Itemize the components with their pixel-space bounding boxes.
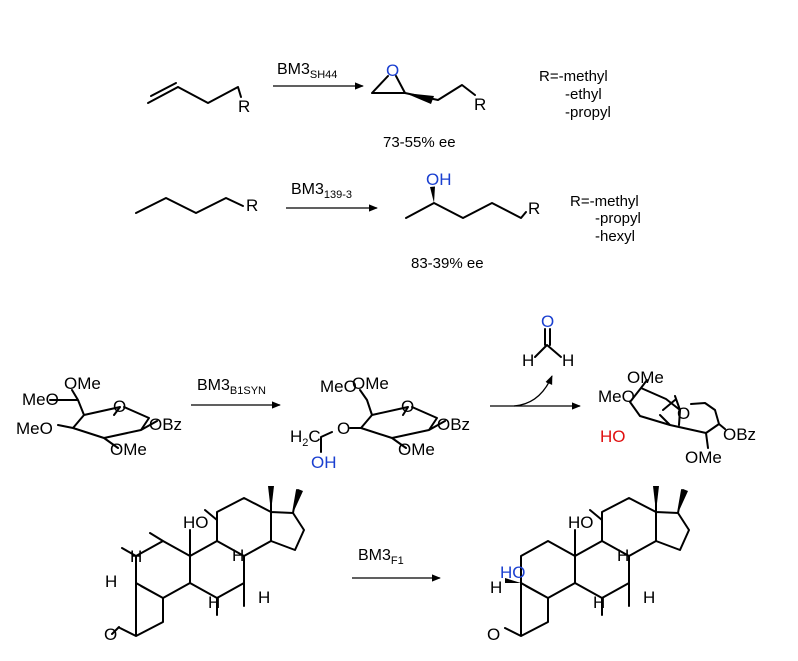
reaction-arrow-3a: BM3B1SYN [191,377,281,409]
ring-oxygen: O [677,404,690,423]
enantioselectivity: 83-39% ee [411,255,484,272]
hydrogen-label: H [232,546,244,565]
hydroxyl-label: OH [311,453,337,472]
reaction-4: HO H H H H H O BM3F1 HO HO H H H H O [104,486,690,644]
ring-oxygen: O [401,397,414,416]
methoxy-label: OMe [398,440,435,459]
hydroxyl-label: OH [426,170,452,189]
hydroxyl-label: HO [568,513,594,532]
hydroxyl-label-new: HO [500,563,526,582]
ketone-oxygen: O [104,625,117,644]
reaction-arrow-2: BM3139-3 [286,181,378,212]
catalyst-label: BM3B1SYN [197,377,266,397]
r-group-option: R=-methyl [539,68,608,85]
intermediate-hemiacetal: OMe MeO O H2C OH OMe O OBz [290,374,470,472]
hydroxyl-label: HO [183,513,209,532]
reaction-3: OMe MeO MeO OMe O OBz BM3B1SYN OMe MeO O… [16,312,756,472]
methoxy-label: OMe [110,440,147,459]
catalyst-label: BM3SH44 [277,61,337,81]
product-steroid: HO HO H H H H O [487,486,690,644]
substrate-steroid: HO H H H H H O [104,486,305,644]
hydrogen-label: H [490,578,502,597]
product-epoxide: O R 73-55% ee [371,61,486,151]
hydrogen-label: H [522,351,534,370]
benzoate-label: OBz [723,425,756,444]
hydrogen-label: H [617,546,629,565]
ether-oxygen: O [337,419,350,438]
methoxy-label: MeO [22,390,59,409]
reaction-1: R BM3SH44 O R 73-55% ee R=-methyl -ethyl… [147,61,611,151]
methoxy-label: MeO [16,419,53,438]
methoxy-label: OMe [64,374,101,393]
reaction-arrow-4: BM3F1 [352,547,441,582]
catalyst-label: BM3F1 [358,547,404,567]
hydrogen-label: H [593,593,605,612]
ketone-oxygen: O [487,625,500,644]
r-group-option: -ethyl [565,86,602,103]
hydrogen-label: H [258,588,270,607]
r-group-label: R [246,196,258,215]
substrate-sugar: OMe MeO MeO OMe O OBz [16,374,182,459]
r-group-label: R [528,199,540,218]
methoxy-label: MeO [320,377,357,396]
enantioselectivity: 73-55% ee [383,134,456,151]
r-group-option: R=-methyl [570,193,639,210]
hydrogen-label: H [643,588,655,607]
r-group-label: R [474,95,486,114]
hydrogen-label: H [562,351,574,370]
product-alcohol: OH R 83-39% ee [405,170,540,272]
r-group-option: -propyl [565,104,611,121]
reaction-2: R BM3139-3 OH R 83-39% ee R=-methyl -pro… [135,170,641,272]
hydroxyl-label: HO [600,427,626,446]
catalyst-label: BM3139-3 [291,181,352,201]
substrate-alkene: R [147,82,250,116]
formaldehyde-byproduct: O H H [522,312,574,370]
substrate-alkane: R [135,196,258,215]
hydrogen-label: H [105,572,117,591]
ring-oxygen: O [113,397,126,416]
reaction-arrow-1: BM3SH44 [273,61,364,90]
r-group-list: R=-methyl -ethyl -propyl [539,68,611,121]
carbonyl-oxygen: O [541,312,554,331]
r-group-label: R [238,97,250,116]
product-sugar: OMe MeO HO O OBz OMe [598,368,756,467]
methylene-label: H2C [290,427,321,449]
epoxide-oxygen: O [386,61,399,80]
methoxy-label: OMe [627,368,664,387]
methoxy-label: OMe [685,448,722,467]
methoxy-label: MeO [598,387,635,406]
hydrogen-label: H [208,593,220,612]
benzoate-label: OBz [437,415,470,434]
benzoate-label: OBz [149,415,182,434]
methoxy-label: OMe [352,374,389,393]
r-group-list: R=-methyl -propyl -hexyl [570,193,641,245]
reaction-arrow-3b [490,375,581,410]
r-group-option: -hexyl [595,228,635,245]
hydrogen-label: H [130,547,142,566]
r-group-option: -propyl [595,210,641,227]
